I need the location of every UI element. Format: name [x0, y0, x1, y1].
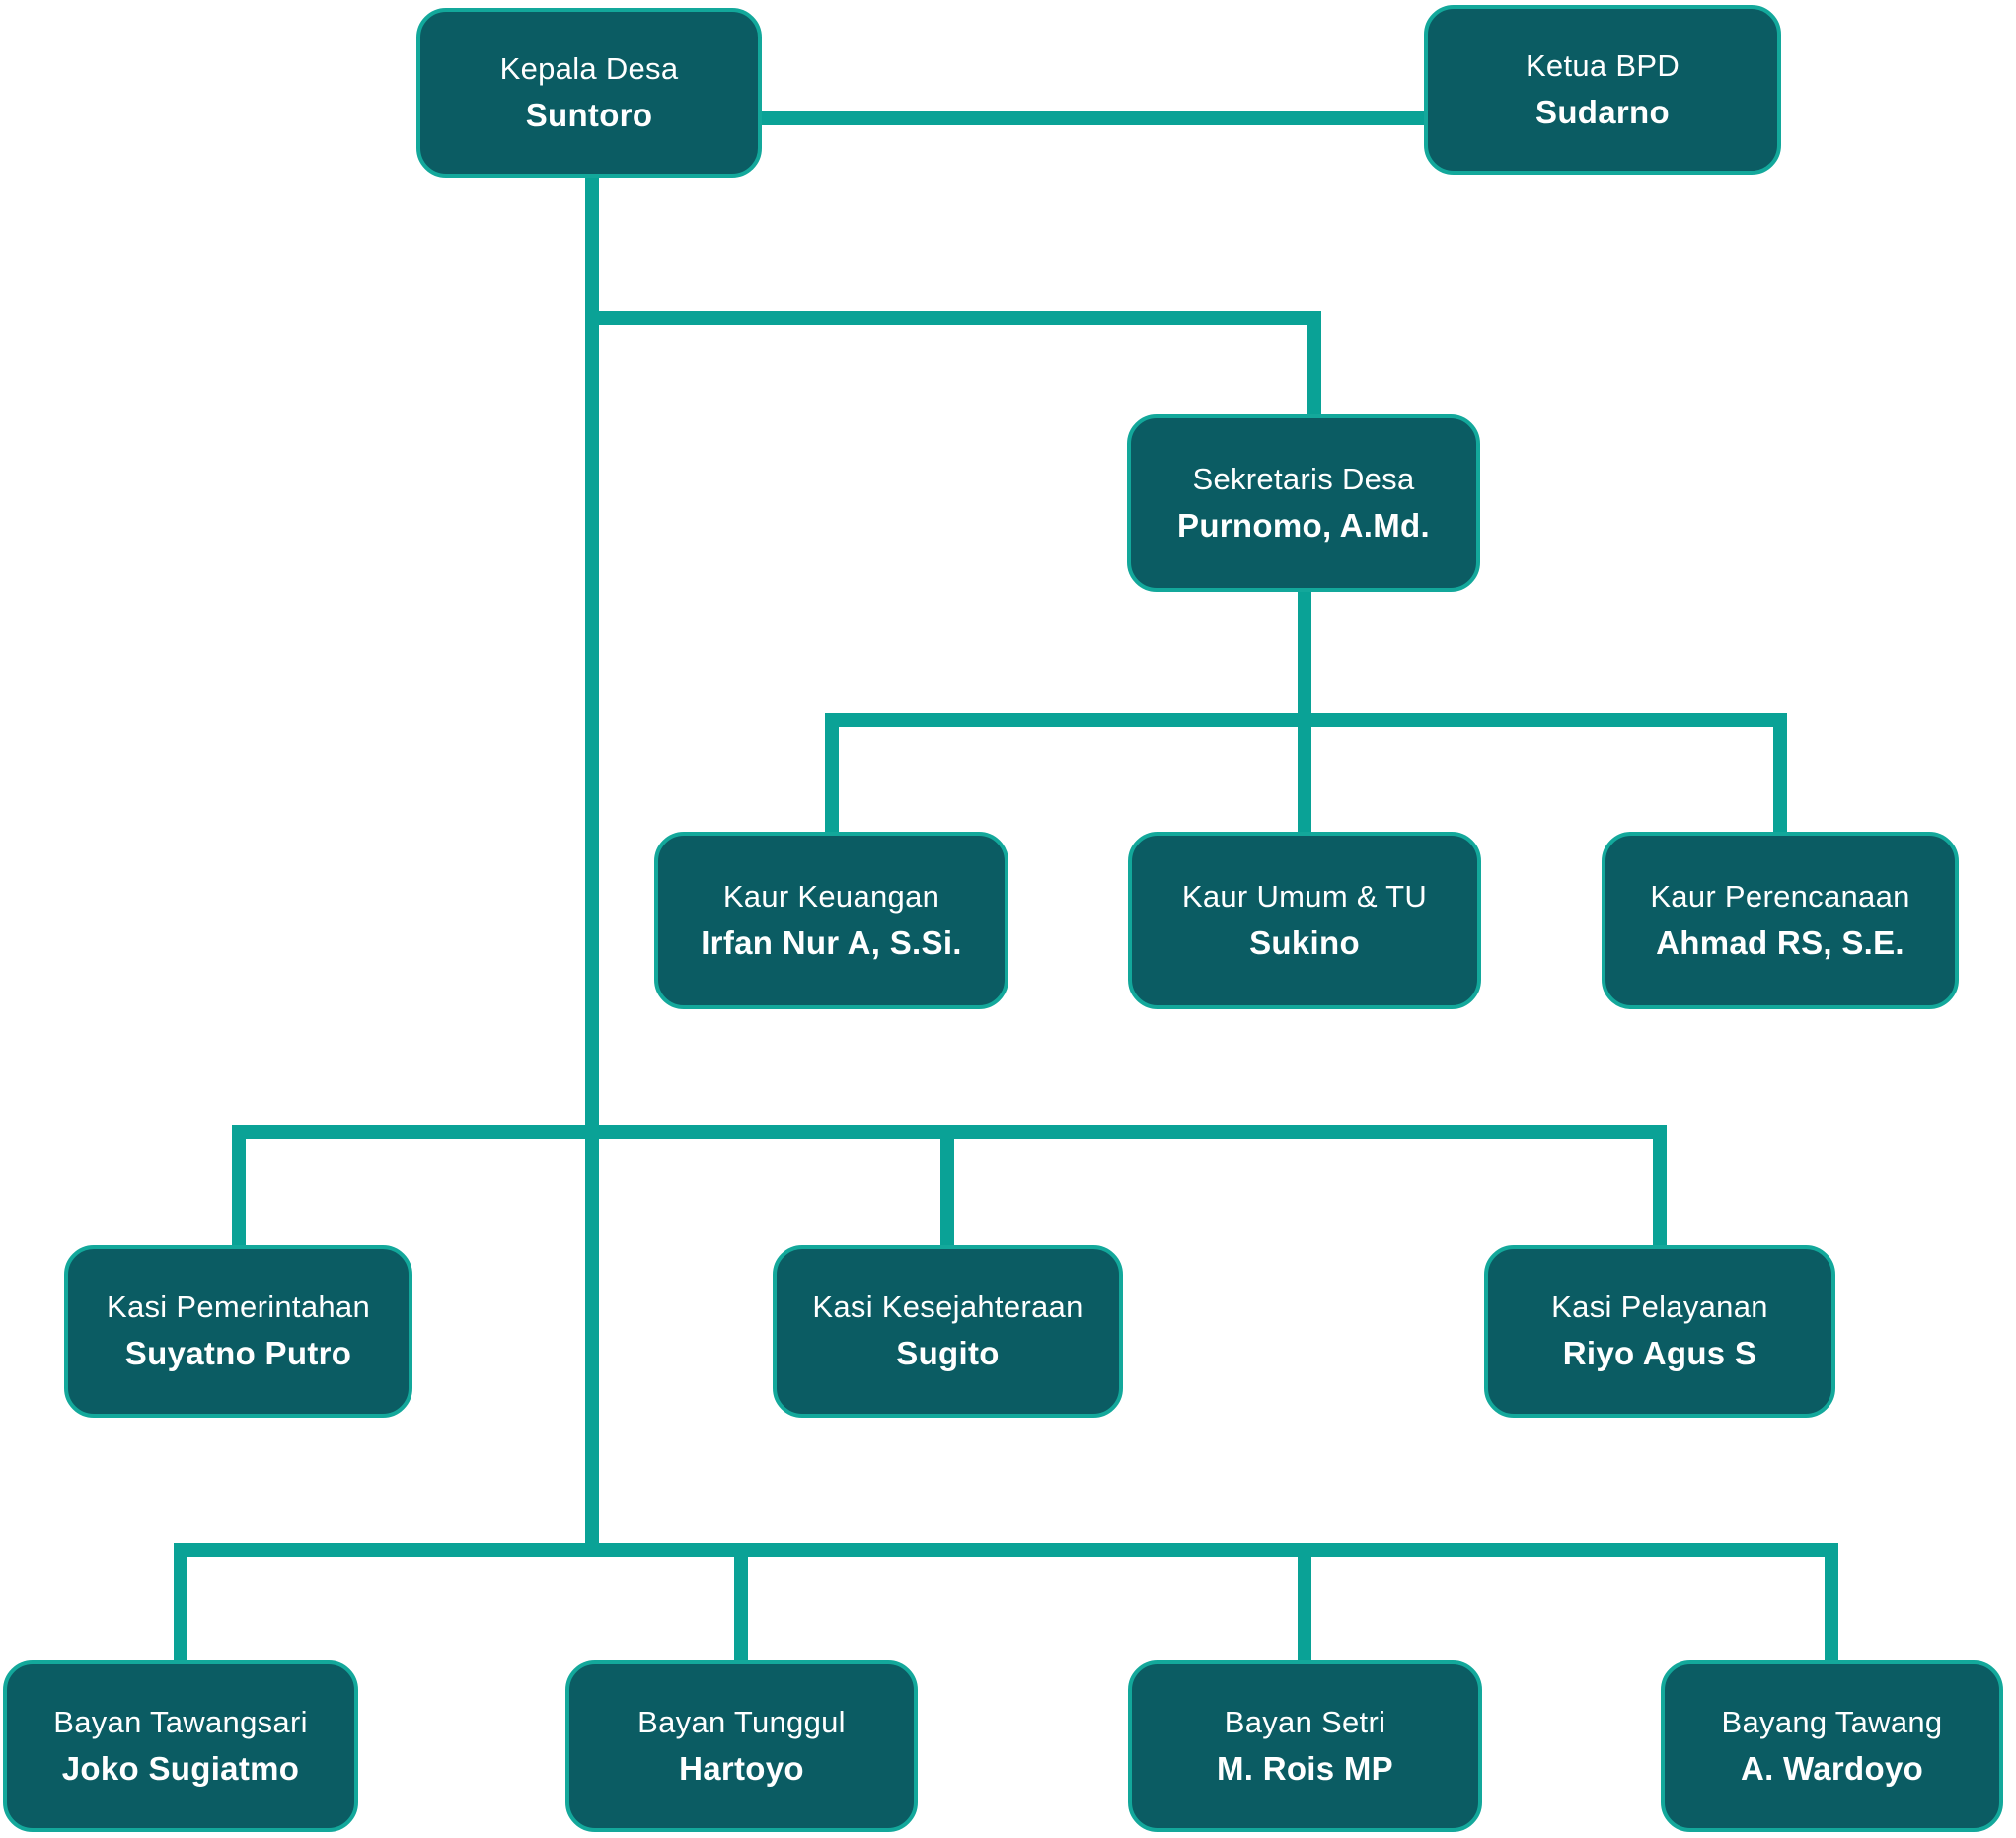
node-role: Kasi Pemerintahan	[106, 1289, 371, 1325]
org-node-kaur-umum-tu: Kaur Umum & TU Sukino	[1128, 832, 1481, 1009]
node-person: Hartoyo	[679, 1749, 804, 1787]
org-node-kepala-desa: Kepala Desa Suntoro	[416, 8, 762, 178]
node-person: Riyo Agus S	[1562, 1335, 1757, 1372]
node-role: Kaur Perencanaan	[1650, 878, 1910, 914]
node-person: Suntoro	[525, 96, 653, 133]
connector-sekretaris-kaur-vertical	[1298, 590, 1311, 727]
org-node-kasi-pelayanan: Kasi Pelayanan Riyo Agus S	[1484, 1245, 1835, 1418]
org-node-kaur-keuangan: Kaur Keuangan Irfan Nur A, S.Si.	[654, 832, 1008, 1009]
node-role: Kaur Keuangan	[722, 878, 940, 914]
node-person: Sukino	[1249, 923, 1360, 961]
connector-bayan-setri-drop	[1298, 1557, 1311, 1662]
connector-kaur-perencanaan-drop	[1773, 713, 1787, 834]
node-role: Bayan Setri	[1224, 1704, 1386, 1739]
connector-kasi-pemerintahan-drop	[232, 1125, 246, 1247]
org-node-ketua-bpd: Ketua BPD Sudarno	[1424, 5, 1781, 175]
connector-kaur-umum-drop	[1298, 727, 1311, 834]
connector-kasi-horizontal	[232, 1125, 1667, 1139]
node-person: A. Wardoyo	[1740, 1749, 1924, 1787]
node-role: Kepala Desa	[499, 50, 679, 86]
org-node-sekretaris-desa: Sekretaris Desa Purnomo, A.Md.	[1127, 414, 1480, 592]
connector-kasi-pelayanan-drop	[1653, 1125, 1667, 1247]
org-node-bayan-setri: Bayan Setri M. Rois MP	[1128, 1660, 1482, 1832]
node-role: Kasi Kesejahteraan	[812, 1289, 1083, 1325]
connector-main-vertical	[585, 176, 599, 1557]
node-role: Kaur Umum & TU	[1181, 878, 1428, 914]
node-person: Ahmad RS, S.E.	[1656, 923, 1904, 961]
node-person: Sudarno	[1535, 93, 1670, 130]
node-role: Ketua BPD	[1525, 47, 1680, 83]
connector-kaur-horizontal	[825, 713, 1787, 727]
node-role: Sekretaris Desa	[1192, 461, 1415, 496]
node-person: Irfan Nur A, S.Si.	[701, 923, 962, 961]
node-person: Suyatno Putro	[124, 1335, 352, 1372]
node-person: Purnomo, A.Md.	[1177, 506, 1430, 544]
connector-bayan-tunggul-drop	[734, 1557, 748, 1662]
org-node-bayan-tawangsari: Bayan Tawangsari Joko Sugiatmo	[3, 1660, 358, 1832]
connector-kepala-ketua-bpd	[762, 111, 1424, 125]
node-role: Bayan Tunggul	[637, 1704, 846, 1739]
connector-bayan-horizontal	[174, 1543, 1838, 1557]
connector-sekretaris-drop	[1307, 311, 1321, 416]
connector-kaur-keuangan-drop	[825, 713, 839, 834]
connector-branch-sekretaris-horizontal	[585, 311, 1321, 325]
connector-bayang-tawang-drop	[1825, 1543, 1838, 1662]
node-person: Joko Sugiatmo	[61, 1749, 300, 1787]
node-role: Bayan Tawangsari	[53, 1704, 308, 1739]
connector-kasi-kesejahteraan-drop	[940, 1139, 954, 1247]
node-person: Sugito	[896, 1335, 1000, 1372]
node-role: Kasi Pelayanan	[1551, 1289, 1768, 1325]
node-person: M. Rois MP	[1216, 1749, 1393, 1787]
org-node-bayang-tawang: Bayang Tawang A. Wardoyo	[1661, 1660, 2003, 1832]
org-node-kasi-pemerintahan: Kasi Pemerintahan Suyatno Putro	[64, 1245, 412, 1418]
org-node-kasi-kesejahteraan: Kasi Kesejahteraan Sugito	[773, 1245, 1123, 1418]
org-node-bayan-tunggul: Bayan Tunggul Hartoyo	[565, 1660, 918, 1832]
node-role: Bayang Tawang	[1721, 1704, 1943, 1739]
org-node-kaur-perencanaan: Kaur Perencanaan Ahmad RS, S.E.	[1602, 832, 1959, 1009]
connector-bayan-tawangsari-drop	[174, 1543, 187, 1662]
